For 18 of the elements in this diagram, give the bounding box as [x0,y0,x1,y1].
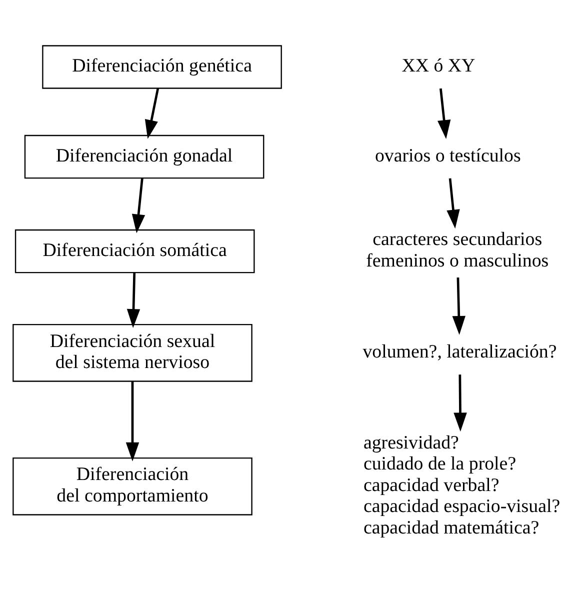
node-box: Diferenciación gonadal [24,134,264,179]
node-text: agresividad? cuidado de la prole? capacidad verbal? capacidad espacio-visual? capacidad matemática? [363,432,560,538]
arrow [454,374,467,432]
node-text: ovarios o testículos [374,145,521,166]
arrow [446,178,460,229]
node-text: caracteres secundarios femeninos o masculinos [366,229,549,272]
arrow [132,178,146,234]
node-text: XX ó XY [402,55,476,76]
arrow [144,88,160,139]
node-box: Diferenciación sexual del sistema nervioso [12,324,252,382]
arrow [126,273,140,328]
node-box: Diferenciación del comportamiento [12,457,252,516]
node-box: Diferenciación somática [14,229,255,274]
arrow [452,277,466,335]
arrow [126,382,140,462]
node-box: Diferenciación genética [42,45,282,89]
arrow [438,88,451,139]
node-text: volumen?, lateralización? [362,341,557,362]
